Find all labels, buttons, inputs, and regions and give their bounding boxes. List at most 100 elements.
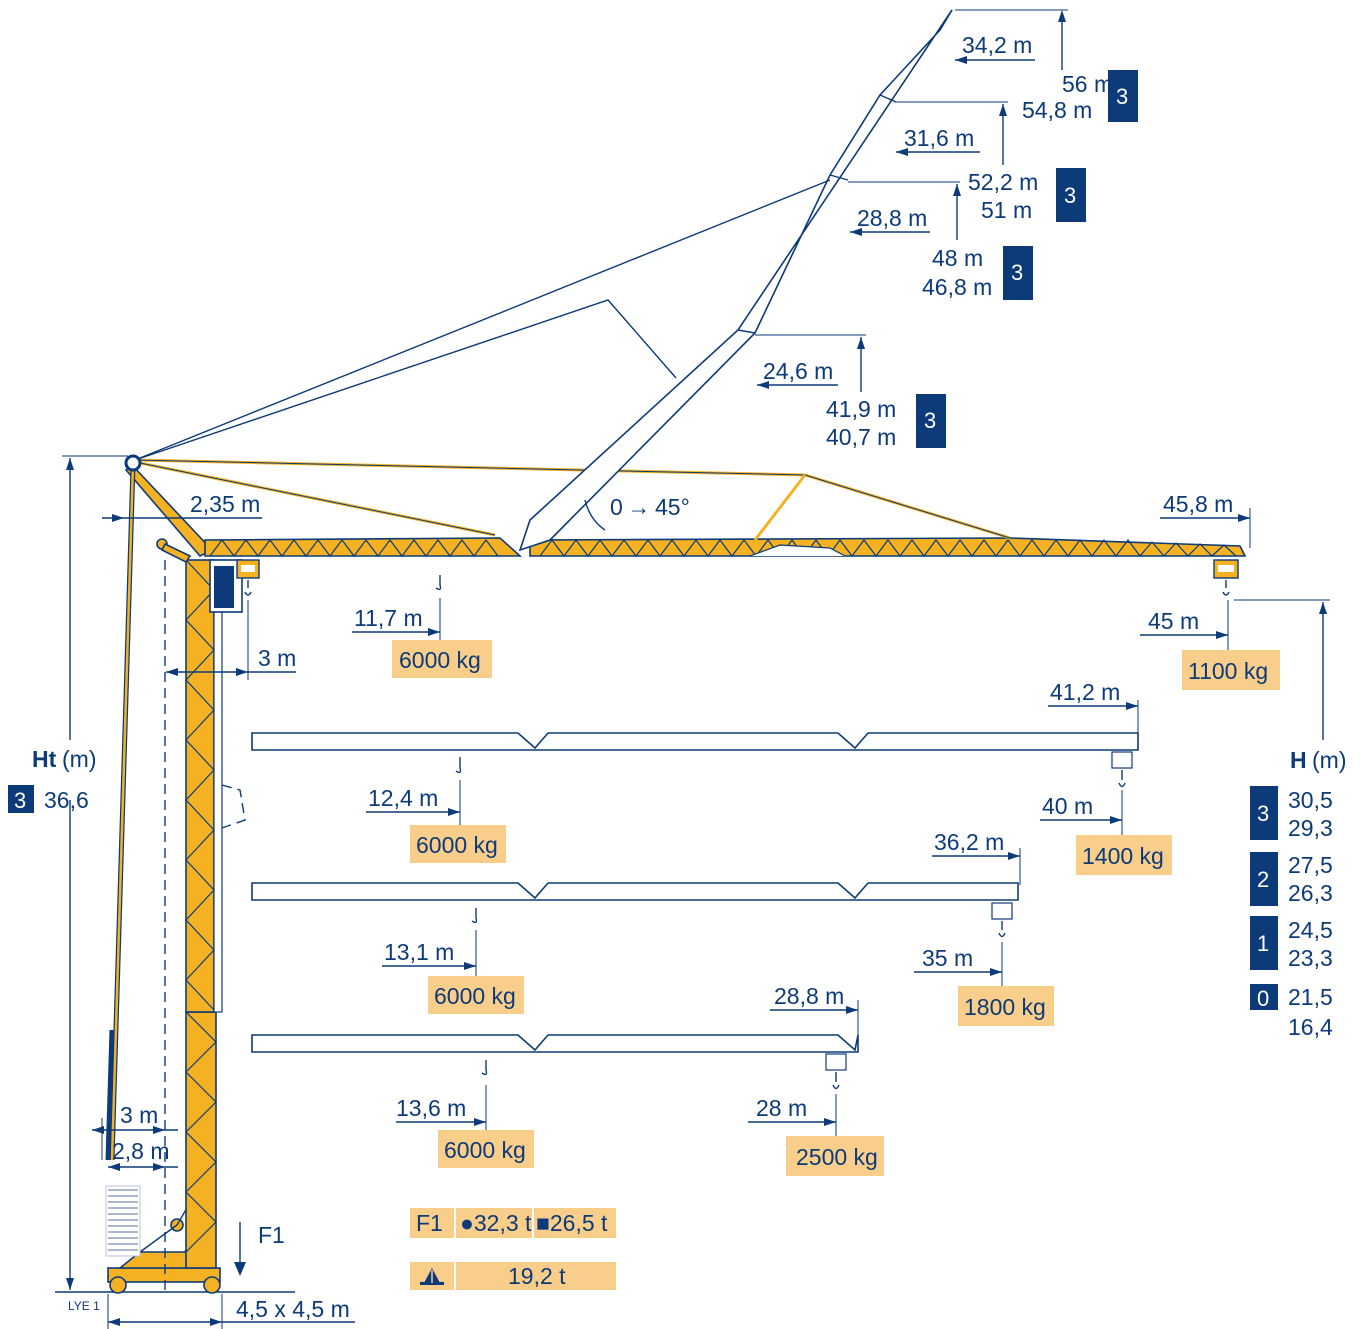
luffing-badge-1 [1108,70,1138,122]
jib-outline-36 [251,882,1019,938]
h-row-3-badge [1250,984,1278,1010]
ht-label: Ht [32,746,57,772]
model-code: LYE 1 [68,1299,100,1313]
jib2-min-load: 6000 kg [416,832,498,858]
reaction-v2: ■26,5 t [536,1210,608,1236]
crane-mast [185,559,246,1269]
h-row-2-badge [1250,916,1278,970]
luffing-radius-4: 24,6 m [763,358,833,384]
jib-pivot [124,454,142,472]
trolley-near [236,559,260,596]
jib1-tip-length: 45,8 m [1163,491,1233,517]
jib-outline-41 [251,732,1139,788]
jib4-min-load-box [438,1130,534,1168]
h-row-0-badge-text: 3 [1257,801,1269,826]
luffing-badge-3-text: 3 [1011,260,1023,285]
luffing-height-1a: 56 m [1062,71,1113,97]
luffing-radius-2: 31,6 m [904,125,974,151]
luffing-badge-2-text: 3 [1064,183,1076,208]
jib4-min-radius: 13,6 m [396,1095,466,1121]
h-row-2-v1: 24,5 [1288,917,1333,943]
h-label: H [1290,747,1307,773]
ht-value: 36,6 [44,787,89,813]
back-stay [105,464,136,1161]
h-row-1-v2: 26,3 [1288,880,1333,906]
jib2-max-radius: 40 m [1042,793,1093,819]
crane-chassis [107,1159,221,1294]
luffing-dimensions [755,9,1068,392]
h-row-3-badge-text: 0 [1257,986,1269,1011]
cabin-offset-label: 3 m [258,645,296,671]
jib2-min-radius: 12,4 m [368,785,438,811]
angle-arc [584,499,606,531]
h-row-0-badge [1250,786,1278,840]
h-row-2-v2: 23,3 [1288,945,1333,971]
reaction-v1-box [456,1208,532,1238]
crane-weight-icon [420,1268,444,1285]
ht-badge [8,785,34,813]
reaction-label: F1 [416,1210,443,1236]
jib4-tip-length: 28,8 m [774,983,844,1009]
h-row-1-v1: 27,5 [1288,852,1333,878]
head-offset-label: 2,35 m [190,491,260,517]
jib-outline-28 [251,1034,859,1090]
luffing-boom [134,9,953,552]
luffing-badge-4-text: 3 [924,408,936,433]
h-unit: (m) [1312,747,1346,773]
jib4-min-load: 6000 kg [444,1137,526,1163]
jib1-min-radius: 11,7 m [354,605,423,631]
jib4-max-load-box [786,1136,884,1176]
ht-badge-text: 3 [14,788,26,813]
hook-icon [435,575,442,591]
luffing-angle: 0 → 45° [610,494,690,520]
luffing-height-3a: 48 m [932,245,983,271]
luffing-height-4b: 40,7 m [826,424,896,450]
jib3-min-load: 6000 kg [434,983,516,1009]
h-row-3-v2: 16,4 [1288,1014,1333,1040]
weight-value-box [456,1262,616,1290]
ht-unit: (m) [62,746,96,772]
luffing-radius-1: 34,2 m [962,32,1032,58]
luffing-badge-3 [1003,246,1033,300]
jib2-tip-length: 41,2 m [1050,679,1120,705]
reaction-v1: ●32,3 t [460,1210,532,1236]
h-row-1-badge [1250,852,1278,906]
weight-value: 19,2 t [508,1263,566,1289]
jib4-max-load: 2500 kg [796,1144,878,1170]
ballast-stack [105,1185,141,1257]
jib1-max-load-box [1182,650,1280,690]
luffing-height-1b: 54,8 m [1022,97,1092,123]
h-row-3-v1: 21,5 [1288,984,1333,1010]
jib3-max-load-box [958,986,1054,1026]
jib2-min-load-box [410,825,506,863]
ballast-outer-label: 3 m [120,1102,158,1128]
luffing-badge-4 [916,394,946,448]
trolley-far [1213,559,1239,596]
jib1-max-load: 1100 kg [1188,658,1268,684]
jib3-min-radius: 13,1 m [384,939,454,965]
ballast-inner-label: 2,8 m [112,1138,170,1164]
luffing-height-2b: 51 m [981,197,1032,223]
force-label: F1 [258,1222,285,1248]
luffing-badge-2 [1056,168,1086,222]
reaction-label-box [410,1208,454,1238]
h-row-2-badge-text: 1 [1257,931,1269,956]
main-jib [134,458,1247,557]
luffing-height-2a: 52,2 m [968,169,1038,195]
reaction-v2-box [534,1208,616,1238]
luffing-height-3b: 46,8 m [922,274,992,300]
hook-icon [471,908,478,924]
hook-icon [481,1060,488,1076]
hook-icon [455,757,462,774]
jib1-min-load: 6000 kg [399,647,481,673]
luffing-badge-1-text: 3 [1116,84,1128,109]
h-row-0-v2: 29,3 [1288,815,1333,841]
luffing-radius-3: 28,8 m [857,205,927,231]
h-row-1-badge-text: 2 [1257,867,1269,892]
jib2-max-load: 1400 kg [1082,843,1164,869]
jib3-max-radius: 35 m [922,945,973,971]
jib3-max-load: 1800 kg [964,994,1046,1020]
jib3-min-load-box [428,976,524,1014]
jib1-min-load-box [392,640,492,678]
